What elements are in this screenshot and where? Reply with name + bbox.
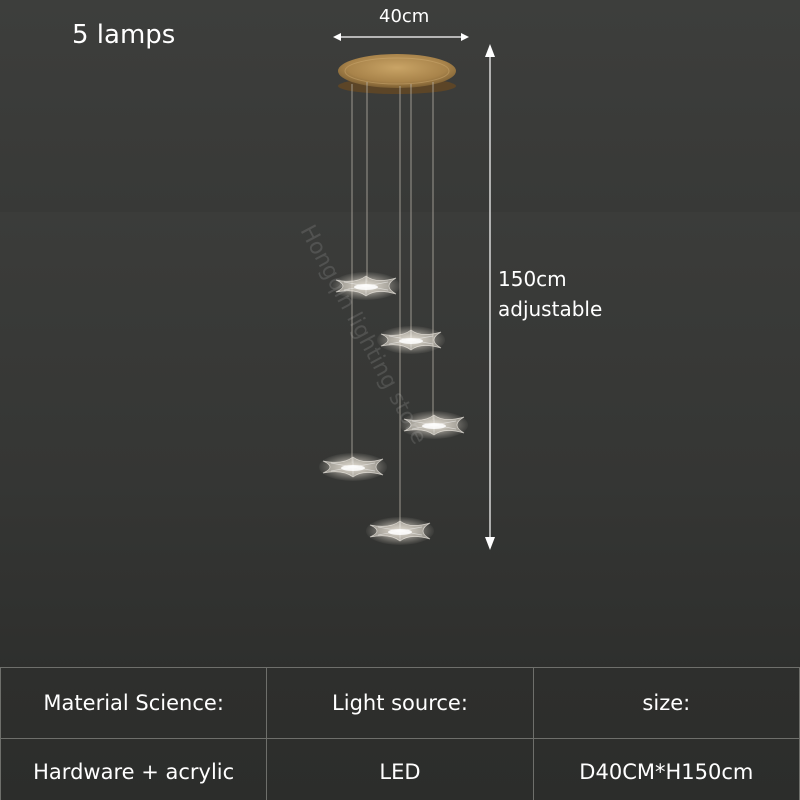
spec-header-row: Material Science: Light source: size: (0, 667, 800, 739)
width-arrow (333, 33, 469, 41)
lamp-4 (318, 452, 388, 482)
height-arrow (485, 44, 495, 550)
height-value: 150cm (498, 267, 567, 291)
product-title: 5 lamps (72, 20, 176, 50)
spec-value-size: D40CM*H150cm (532, 738, 800, 800)
height-note: adjustable (498, 297, 603, 321)
spec-value-row: Hardware + acrylic LED D40CM*H150cm (0, 738, 800, 800)
height-label: 150cm adjustable (498, 264, 602, 324)
spec-value-material: Hardware + acrylic (0, 738, 268, 800)
ceiling-canopy (338, 54, 456, 94)
spec-header-material: Material Science: (0, 667, 268, 739)
lamp-5 (365, 516, 435, 546)
lamp-2 (376, 325, 446, 355)
spec-header-size: size: (532, 667, 800, 739)
spec-header-light: Light source: (266, 667, 534, 739)
spec-value-light: LED (266, 738, 534, 800)
spec-table: Material Science: Light source: size: Ha… (0, 667, 800, 800)
width-label: 40cm (379, 6, 430, 27)
lamp-illustration: Hongqin lighting store (295, 33, 495, 550)
